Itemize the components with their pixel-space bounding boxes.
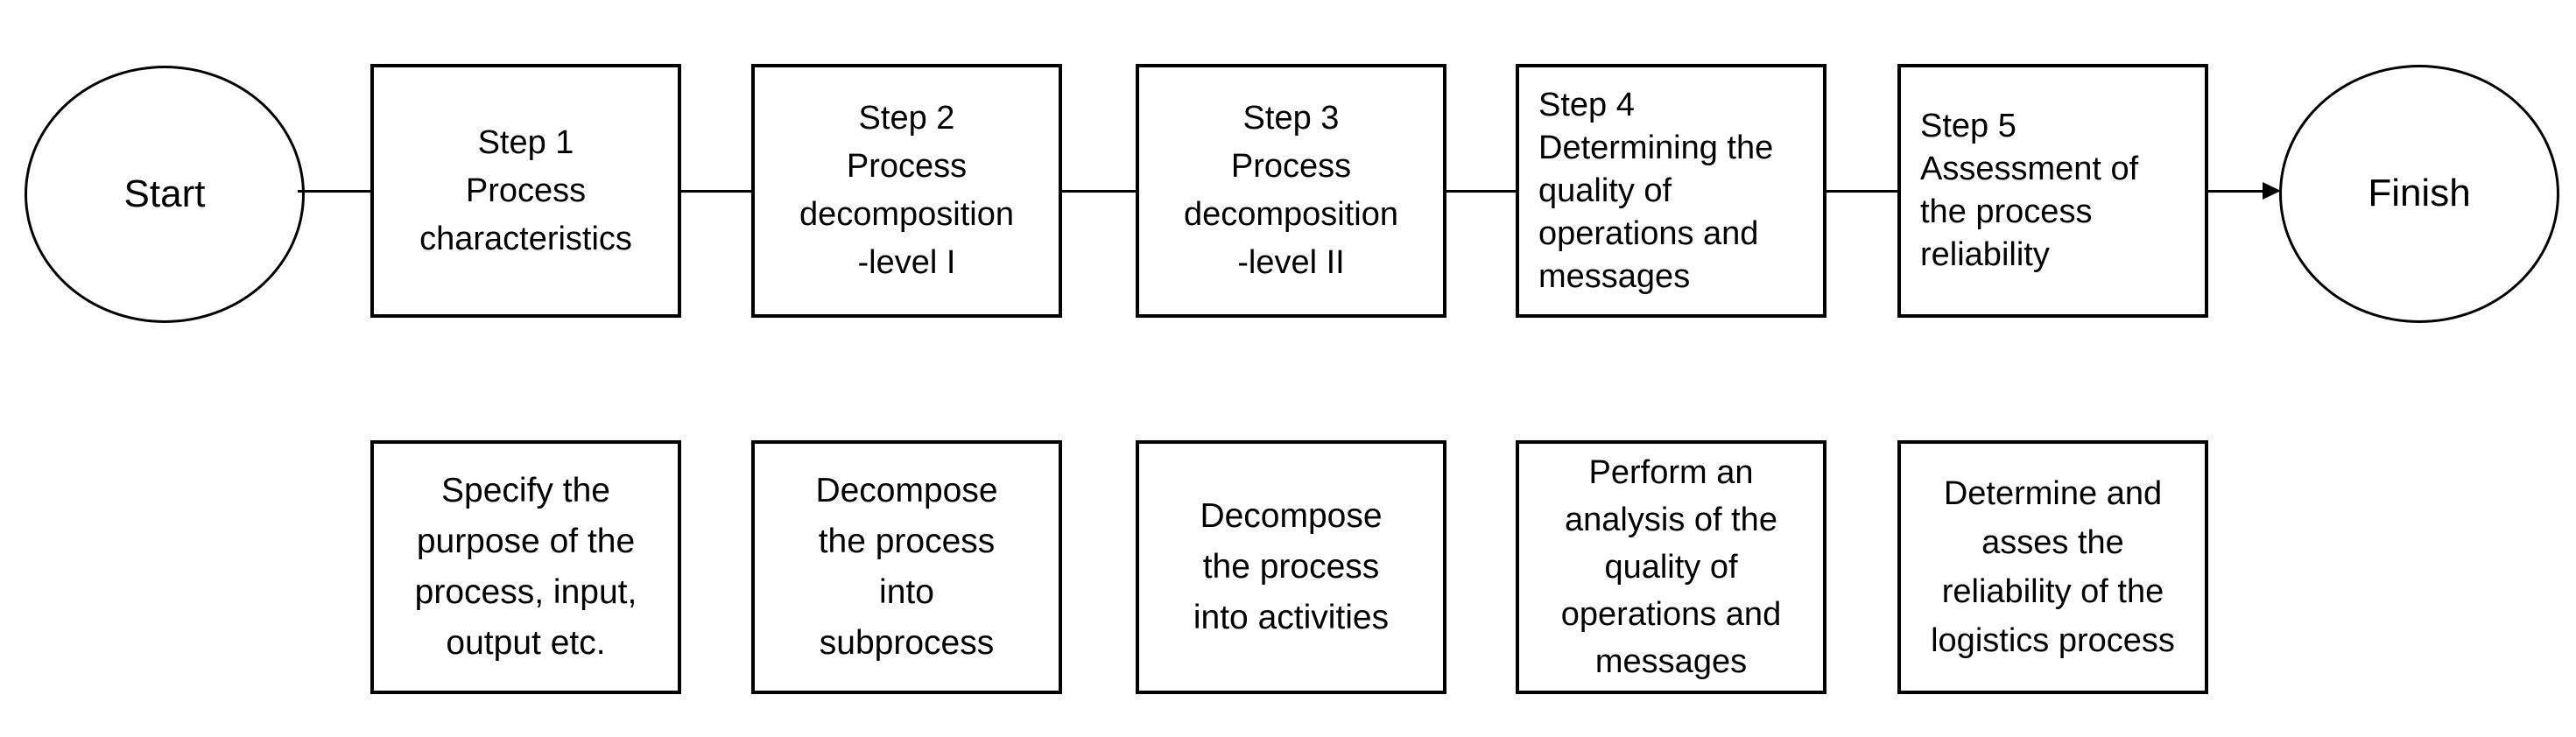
step-3-title: Step 3 Process decomposition -level II	[1183, 100, 1399, 281]
step-5-box: Step 5 Assessment of the process reliabi…	[1897, 64, 2208, 318]
step-3-box: Step 3 Process decomposition -level II	[1136, 64, 1446, 318]
start-node: Start	[25, 66, 305, 323]
connector-line	[1446, 190, 1516, 193]
connector-line	[680, 190, 751, 193]
finish-node: Finish	[2279, 65, 2559, 323]
connector-line	[298, 190, 370, 193]
connector-line	[1826, 190, 1897, 193]
arrow-right-marker	[2263, 182, 2281, 200]
step-5-description: Determine and asses the reliability of t…	[1931, 475, 2175, 659]
step-2-box: Step 2 Process decomposition -level I	[751, 64, 1062, 318]
connector-line	[1061, 190, 1136, 193]
step-5-description-box: Determine and asses the reliability of t…	[1897, 440, 2208, 694]
step-1-box: Step 1 Process characteristics	[370, 64, 681, 318]
step-3-description: Decompose the process into activities	[1193, 497, 1390, 636]
connector-line	[2207, 190, 2263, 193]
step-2-description-box: Decompose the process into subprocess	[751, 440, 1062, 694]
step-4-box: Step 4 Determining the quality of operat…	[1516, 64, 1826, 318]
step-2-title: Step 2 Process decomposition -level I	[799, 100, 1015, 281]
step-2-description: Decompose the process into subprocess	[815, 472, 998, 662]
start-label: Start	[123, 172, 206, 215]
step-1-title: Step 1 Process characteristics	[419, 123, 632, 257]
step-1-description-box: Specify the purpose of the process, inpu…	[370, 440, 681, 694]
finish-label: Finish	[2368, 172, 2471, 215]
step-3-description-box: Decompose the process into activities	[1136, 440, 1446, 694]
step-4-description: Perform an analysis of the quality of op…	[1560, 454, 1782, 680]
step-5-title: Step 5 Assessment of the process reliabi…	[1920, 108, 2139, 273]
step-4-title: Step 4 Determining the quality of operat…	[1538, 86, 1774, 295]
step-4-description-box: Perform an analysis of the quality of op…	[1516, 440, 1826, 694]
step-1-description: Specify the purpose of the process, inpu…	[414, 472, 637, 662]
